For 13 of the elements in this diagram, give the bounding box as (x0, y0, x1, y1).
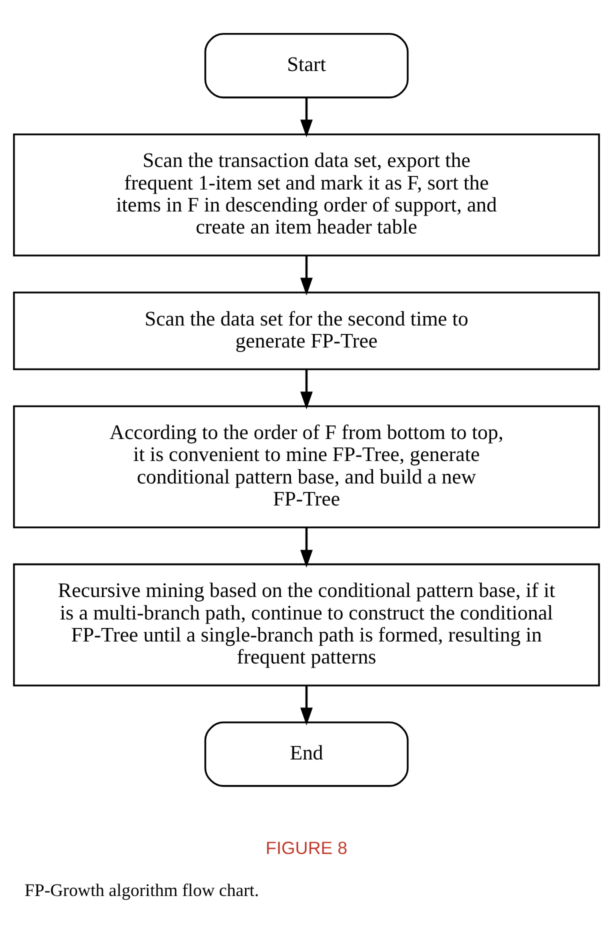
caption: FP-Growth algorithm flow chart. (24, 880, 259, 900)
arrow (300, 369, 313, 410)
node-box: End (204, 722, 409, 787)
node-box: Recursive mining based on the conditional pattern base, if it is a multi-branch path, continue to construct the conditional FP-Tree until a single-branch path is formed, resulting in frequent patterns (13, 563, 600, 686)
arrow (300, 98, 313, 138)
arrow (300, 528, 313, 568)
node-box: Scan the transaction data set, export the frequent 1-item set and mark it as F, sort the items in F in descending order of support, and create an item header table (13, 133, 600, 256)
node-box: Scan the data set for the second time to generate FP-Tree (13, 292, 600, 370)
arrow (300, 686, 313, 726)
label: FIGURE 8 (266, 838, 348, 858)
node-box: According to the order of F from bottom to top, it is convenient to mine FP-Tree, generate conditional pattern base, and build a new FP-Tree (13, 405, 600, 528)
arrow (300, 256, 313, 296)
node-box: Start (204, 33, 409, 98)
